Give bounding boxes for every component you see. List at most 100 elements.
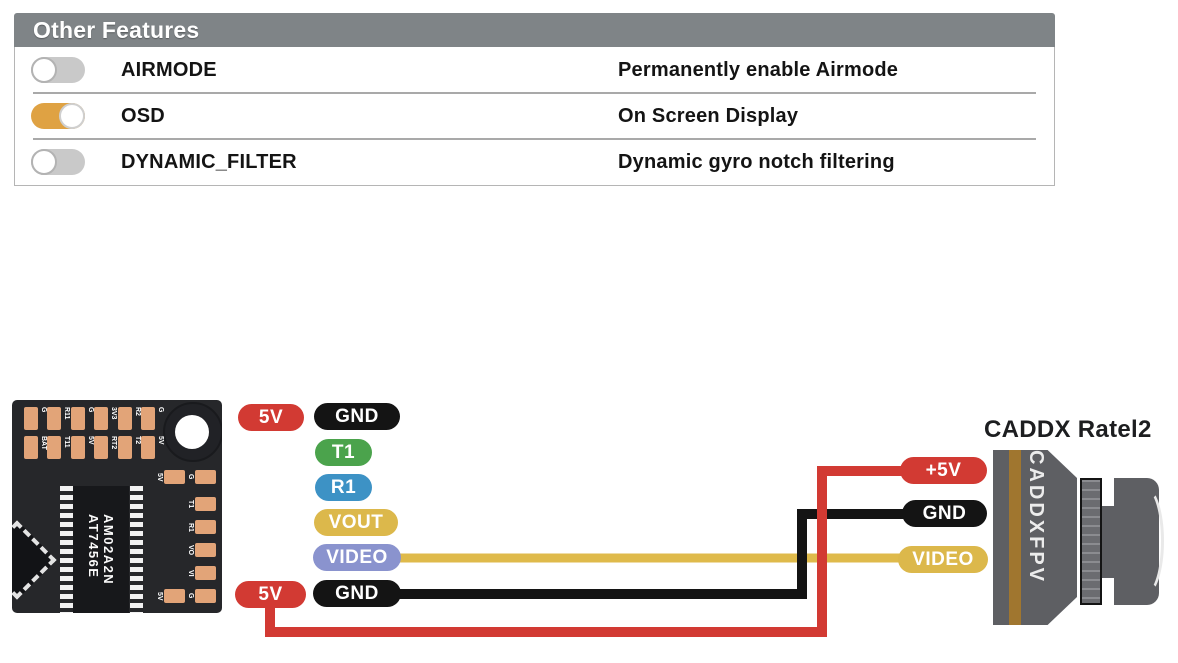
pcb-pad: T11 <box>47 436 70 459</box>
solder-pad <box>47 436 61 459</box>
other-features-panel: Other Features AIRMODE Permanently enabl… <box>14 13 1055 186</box>
feature-description: Dynamic gyro notch filtering <box>618 151 895 173</box>
solder-pad <box>71 436 85 459</box>
pad-label: 3V3 <box>110 407 117 420</box>
solder-pad <box>164 589 185 603</box>
pcb-pad: R2 <box>118 407 141 430</box>
pcb-pad: T2 <box>118 436 141 459</box>
toggle-knob <box>59 103 85 129</box>
pad-label: T11 <box>63 436 70 448</box>
solder-pad <box>195 497 216 511</box>
dynamic-filter-toggle[interactable] <box>31 149 85 175</box>
pcb-pad: T1 <box>186 497 216 511</box>
ground-wire <box>399 509 904 599</box>
osd-toggle[interactable] <box>31 103 85 129</box>
pad-label: VI <box>187 569 194 577</box>
feature-row-airmode: AIRMODE Permanently enable Airmode <box>15 47 1054 93</box>
pad-label: 5V <box>156 591 163 601</box>
feature-row-osd: OSD On Screen Display <box>15 92 1054 139</box>
fc-pin-gnd-top: GND <box>314 403 400 430</box>
solder-pad <box>195 520 216 534</box>
feature-name: OSD <box>121 105 165 127</box>
camera-lens-collar <box>1102 506 1114 578</box>
qfp-chip <box>12 520 57 600</box>
fc-pin-vout: VOUT <box>314 509 398 536</box>
solder-pad <box>195 543 216 557</box>
solder-pad <box>141 436 155 459</box>
pad-label: G <box>187 593 194 599</box>
camera-brand-label: CADDXFPV <box>1025 450 1047 585</box>
camera-lens-glass <box>1128 487 1164 595</box>
pcb-pad: G <box>24 407 47 430</box>
pcb-pad: R1 <box>186 520 216 534</box>
mounting-hole <box>175 415 209 449</box>
feature-description: On Screen Display <box>618 105 799 127</box>
panel-body: AIRMODE Permanently enable Airmode OSD O… <box>14 47 1055 186</box>
pcb-pad: VO <box>186 543 216 557</box>
pcb-pad: 3V3 <box>94 407 117 430</box>
solder-pad <box>71 407 85 430</box>
solder-pad <box>94 407 108 430</box>
chip-label: AT7456E AM02A2N <box>86 513 116 586</box>
solder-pad <box>195 589 216 603</box>
solder-pad <box>118 407 132 430</box>
feature-row-dynamic-filter: DYNAMIC_FILTER Dynamic gyro notch filter… <box>15 138 1054 185</box>
pad-label: RT2 <box>110 436 117 450</box>
pcb-pad: RT2 <box>94 436 117 459</box>
panel-header: Other Features <box>14 13 1055 47</box>
camera-pin-gnd: GND <box>902 500 987 527</box>
solder-pad <box>164 470 185 484</box>
camera-body: CADDXFPV <box>993 450 1077 625</box>
pad-label: G <box>40 407 47 413</box>
camera-focus-ring <box>1080 478 1102 605</box>
solder-pad <box>24 436 38 459</box>
pad-label: R1 <box>187 522 194 532</box>
fc-pin-5v-bottom: 5V <box>235 581 306 608</box>
pcb-pad: 5V <box>141 436 164 459</box>
pcb-pad: BAT <box>24 436 47 459</box>
pad-label: 5V <box>156 472 163 482</box>
fc-pin-t1: T1 <box>315 439 372 466</box>
chip-pins-left <box>60 486 73 613</box>
pcb-pad: R11 <box>47 407 70 430</box>
fc-pin-gnd-bottom: GND <box>313 580 401 607</box>
solder-pad <box>118 436 132 459</box>
pad-label: T2 <box>134 436 141 445</box>
pad-label: 5V <box>87 436 94 445</box>
pad-label: 5V <box>157 436 164 445</box>
solder-pad <box>94 436 108 459</box>
chip-pins-right <box>130 486 143 613</box>
pad-label: T1 <box>187 499 194 509</box>
pad-label: R2 <box>134 407 141 416</box>
pcb-pad-pair: 5V G <box>155 589 216 603</box>
solder-pad <box>24 407 38 430</box>
camera-pin-video: VIDEO <box>898 546 988 573</box>
flight-controller-board: G R11 G 3V3 R2 G BAT T11 5V RT2 T2 5V 5V… <box>12 400 222 613</box>
pad-label: VO <box>187 544 194 556</box>
feature-description: Permanently enable Airmode <box>618 59 899 81</box>
pcb-pad-pair: 5V G <box>155 470 216 484</box>
camera-title: CADDX Ratel2 <box>984 416 1152 443</box>
solder-pad <box>47 407 61 430</box>
pad-label: R11 <box>63 407 70 420</box>
fc-pin-video: VIDEO <box>313 544 401 571</box>
feature-name: DYNAMIC_FILTER <box>121 151 297 173</box>
camera-pin-5v: +5V <box>900 457 987 484</box>
fc-pin-r1: R1 <box>315 474 372 501</box>
panel-title: Other Features <box>33 16 200 43</box>
airmode-toggle[interactable] <box>31 57 85 83</box>
pcb-pad: 5V <box>71 436 94 459</box>
pcb-pad: G <box>71 407 94 430</box>
pad-label: G <box>187 474 194 480</box>
fc-pin-5v-top: 5V <box>238 404 304 431</box>
pad-label: BAT <box>40 436 47 450</box>
toggle-knob <box>31 57 57 83</box>
feature-name: AIRMODE <box>121 59 217 81</box>
pad-label: G <box>87 407 94 413</box>
solder-pad <box>195 470 216 484</box>
osd-chip: AT7456E AM02A2N <box>73 486 129 613</box>
pad-label: G <box>157 407 164 413</box>
solder-pad <box>141 407 155 430</box>
toggle-knob <box>31 149 57 175</box>
